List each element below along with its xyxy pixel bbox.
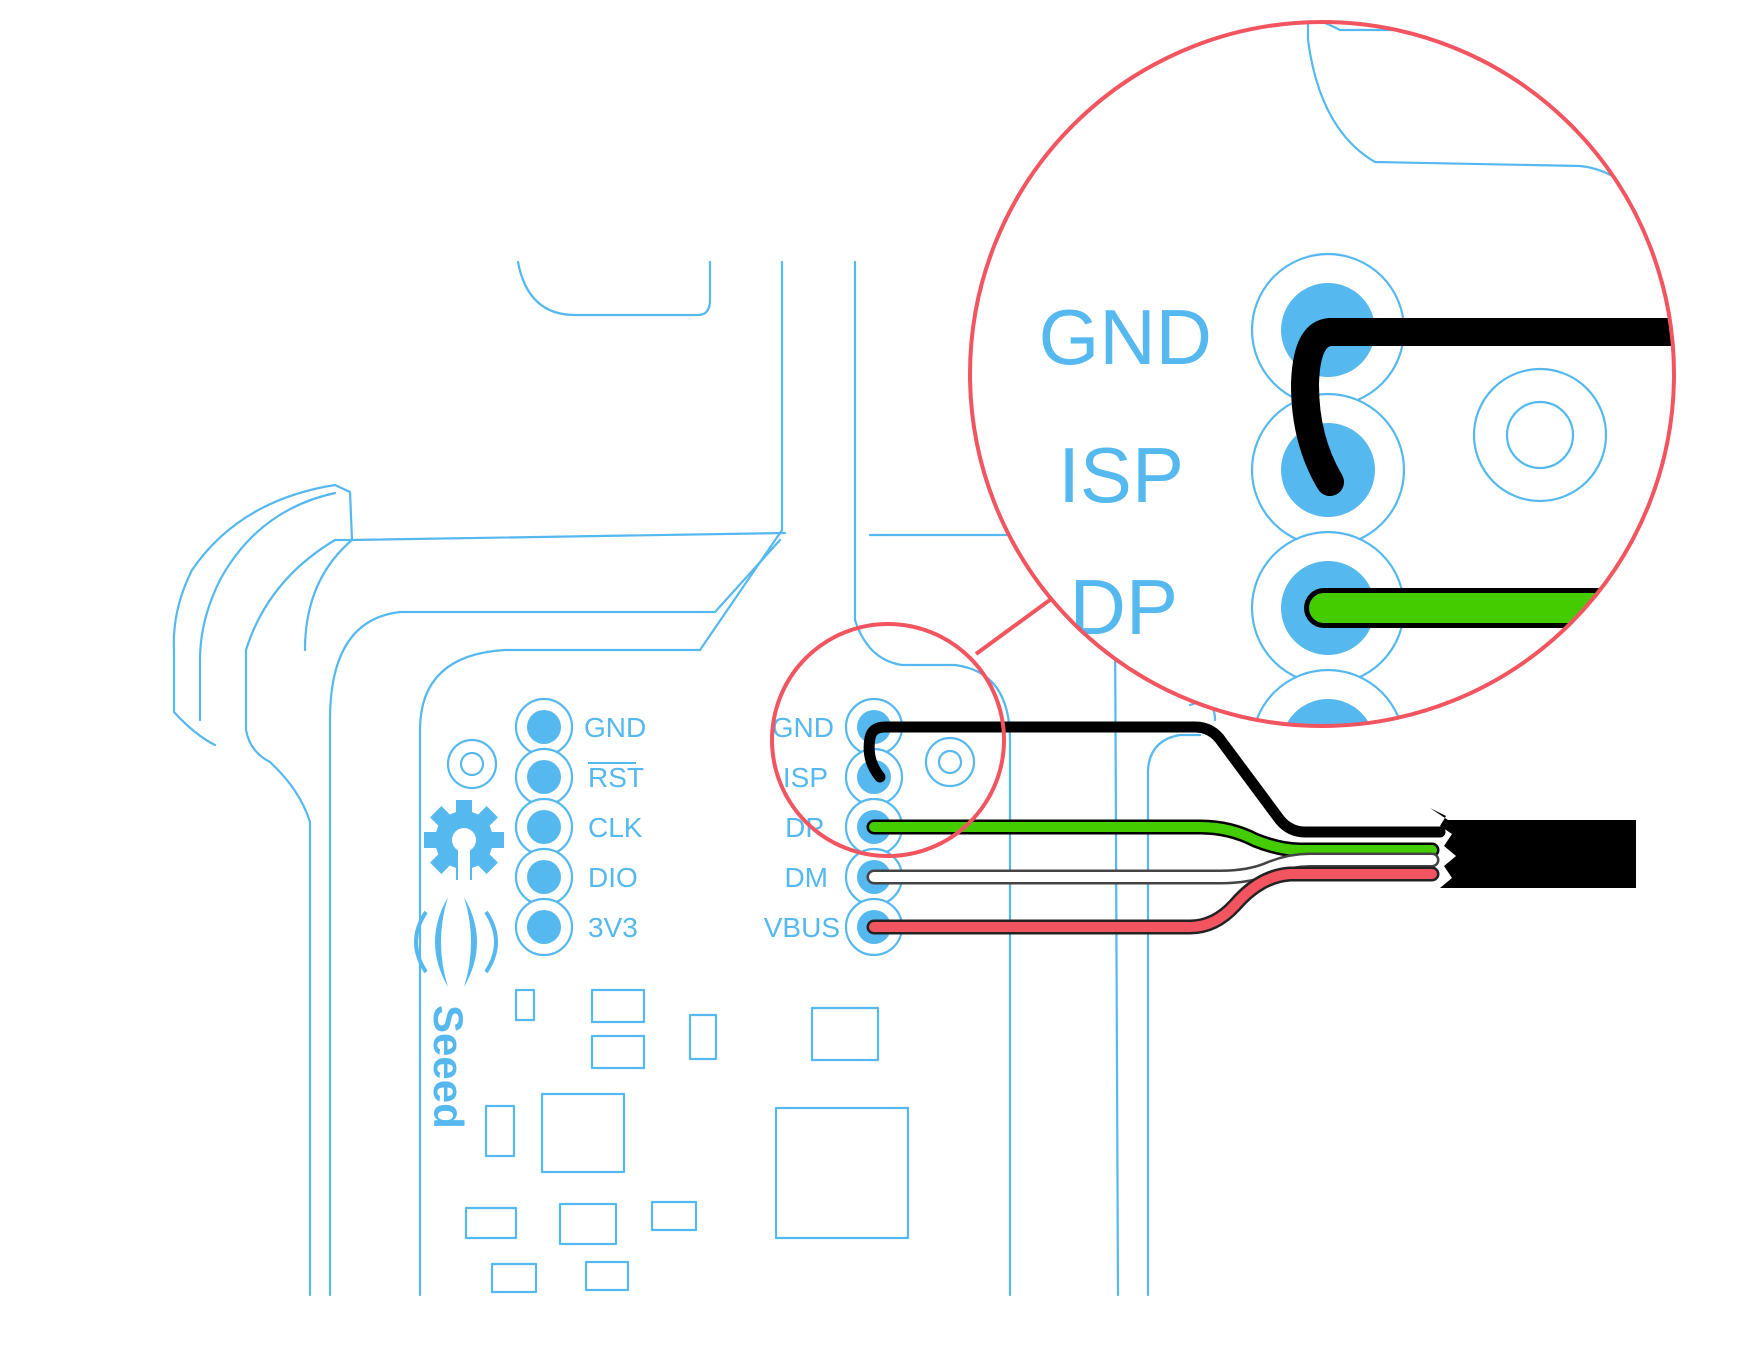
mounting-hole-right <box>924 736 976 788</box>
pad-dio <box>527 860 561 894</box>
seeed-logo-icon <box>414 897 498 987</box>
cable-jacket <box>1430 808 1636 888</box>
callout-connector <box>974 592 1060 656</box>
zoom-label-isp: ISP <box>1058 431 1184 519</box>
zoom-label-gnd: GND <box>1039 293 1212 381</box>
right-label-isp: ISP <box>783 762 828 793</box>
wire-gnd <box>863 721 1446 838</box>
right-label-vbus: VBUS <box>764 912 840 943</box>
right-label-dm: DM <box>784 862 828 893</box>
smd-components <box>464 988 910 1294</box>
right-label-dp: DP <box>785 812 824 843</box>
zoom-pad-next <box>1281 699 1375 726</box>
pad-clk <box>527 810 561 844</box>
left-label-3v3: 3V3 <box>588 912 638 943</box>
callout <box>770 592 1060 858</box>
left-header: GND RST CLK DIO 3V3 <box>514 697 646 957</box>
zoom-wire-gnd <box>1291 318 1674 496</box>
left-label-rst: RST <box>588 762 644 793</box>
left-label-dio: DIO <box>588 862 638 893</box>
left-label-gnd: GND <box>584 712 646 743</box>
wires <box>863 721 1446 935</box>
left-label-clk: CLK <box>588 812 643 843</box>
brand-text: Seeed <box>425 1005 472 1129</box>
pad-3v3 <box>527 910 561 944</box>
right-label-gnd: GND <box>772 712 834 743</box>
zoom-label-dp: DP <box>1070 563 1178 651</box>
pad-rst <box>527 760 561 794</box>
mounting-hole-left <box>446 738 498 790</box>
callout-small-circle <box>770 622 1006 858</box>
gear-icon <box>424 800 504 880</box>
callout-zoom-circle <box>968 20 1676 728</box>
pad-gnd-left <box>527 710 561 744</box>
